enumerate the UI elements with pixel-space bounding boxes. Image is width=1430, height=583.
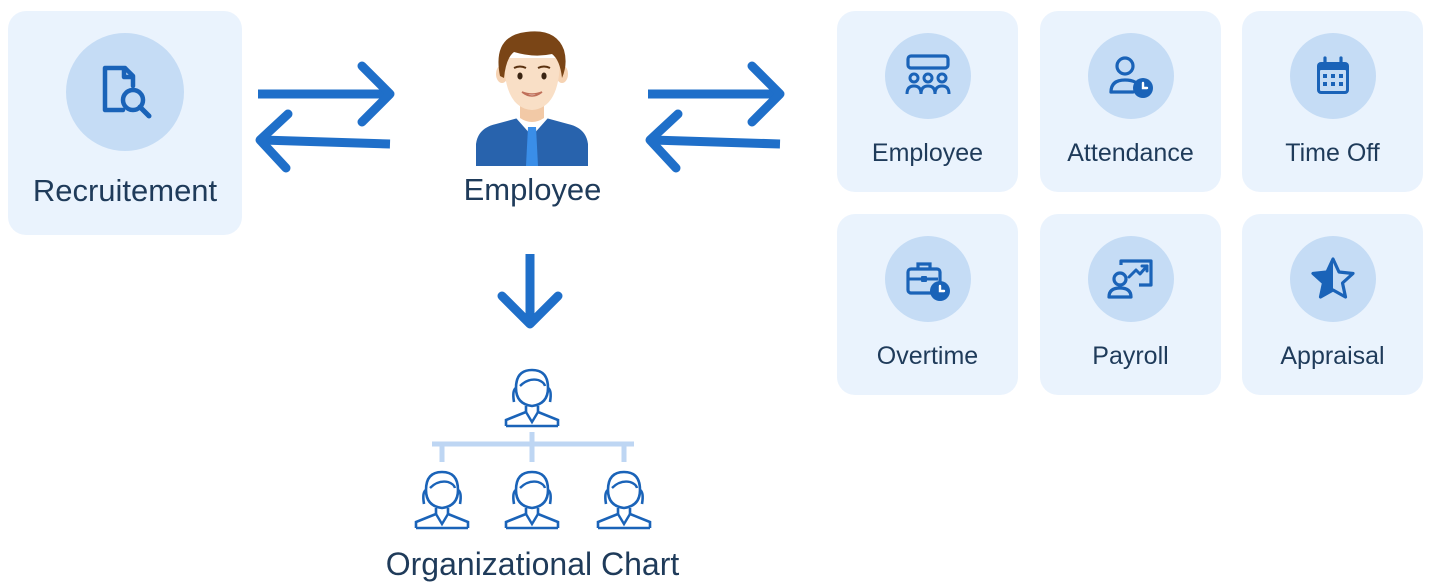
module-label: Attendance	[1067, 139, 1194, 167]
person-clock-icon	[1109, 56, 1153, 98]
recruitment-icon-circle	[66, 33, 184, 151]
module-label: Time Off	[1285, 139, 1380, 167]
employee-avatar-icon	[476, 31, 588, 166]
module-label: Overtime	[876, 342, 979, 370]
module-label: Employee	[871, 139, 984, 167]
org-chart-icon	[414, 368, 652, 530]
module-payroll-card[interactable]: Payroll	[1040, 214, 1221, 395]
module-icon-circle	[885, 33, 971, 119]
down-arrow	[497, 254, 563, 329]
bidirectional-arrow-left	[255, 61, 395, 173]
group-people-icon	[905, 54, 951, 95]
person-chart-icon	[1107, 259, 1153, 299]
bidirectional-arrow-right	[645, 61, 785, 173]
org-chart-label: Organizational Chart	[385, 546, 680, 582]
module-time-off-card[interactable]: Time Off	[1242, 11, 1423, 192]
module-employee-card[interactable]: Employee	[837, 11, 1018, 192]
recruitment-label: Recruitement	[32, 173, 218, 208]
module-icon-circle	[1290, 33, 1376, 119]
module-icon-circle	[1290, 236, 1376, 322]
module-attendance-card[interactable]: Attendance	[1040, 11, 1221, 192]
briefcase-clock-icon	[906, 262, 950, 301]
star-icon	[1311, 257, 1355, 299]
document-search-icon	[102, 65, 152, 119]
recruitment-card[interactable]: Recruitement	[8, 11, 242, 235]
calendar-icon	[1317, 56, 1349, 94]
module-icon-circle	[1088, 236, 1174, 322]
employee-center-label: Employee	[463, 172, 602, 207]
module-label: Payroll	[1092, 342, 1169, 370]
module-icon-circle	[885, 236, 971, 322]
module-overtime-card[interactable]: Overtime	[837, 214, 1018, 395]
org-chart-node[interactable]: Organizational Chart	[380, 360, 685, 583]
module-appraisal-card[interactable]: Appraisal	[1242, 214, 1423, 395]
employee-node[interactable]: Employee	[440, 24, 625, 214]
module-icon-circle	[1088, 33, 1174, 119]
module-label: Appraisal	[1280, 342, 1385, 370]
